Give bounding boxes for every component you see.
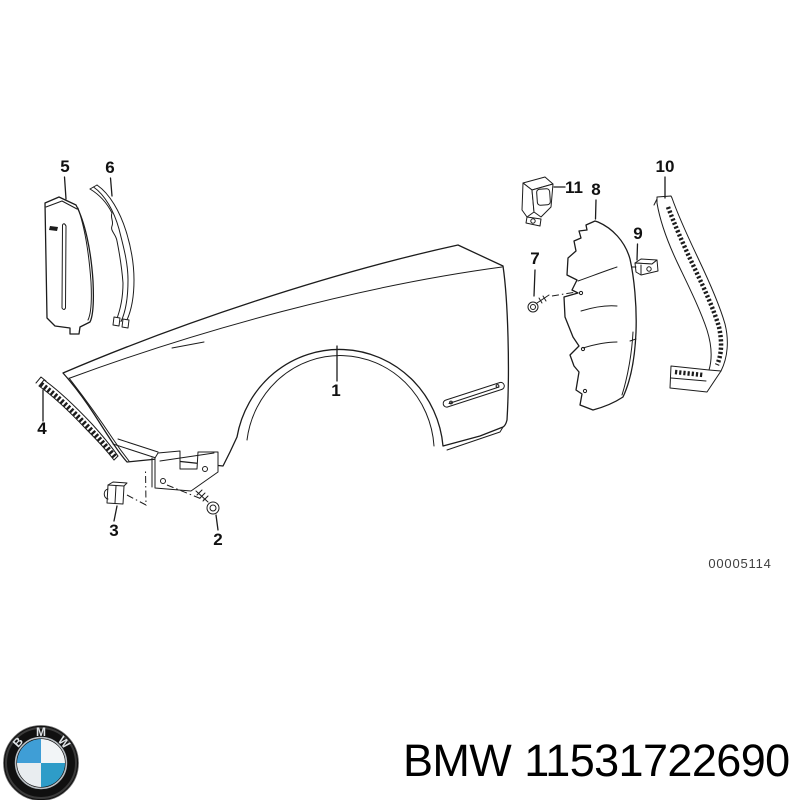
callout-label-10: 10 bbox=[656, 157, 675, 176]
callout-label-8: 8 bbox=[591, 180, 600, 199]
callout-5: 5 bbox=[60, 157, 70, 200]
callout-label-5: 5 bbox=[60, 157, 69, 176]
logo-quadrant-top-left-blue bbox=[17, 739, 41, 763]
part-10-arch-trim-drawing bbox=[653, 195, 728, 393]
callout-label-11: 11 bbox=[565, 178, 583, 197]
footer-brand: BMW bbox=[403, 735, 512, 786]
footer-part-number: 11531722690 bbox=[524, 735, 789, 786]
part-8-splash-guard-drawing bbox=[563, 220, 637, 411]
callout-7: 7 bbox=[530, 249, 540, 297]
callout-9: 9 bbox=[633, 224, 643, 261]
part-11-bracket-drawing bbox=[521, 176, 554, 227]
callout-2: 2 bbox=[213, 514, 223, 549]
part-6-seal-strip-drawing bbox=[89, 184, 135, 329]
logo-quadrant-bottom-right-blue bbox=[41, 763, 65, 787]
callout-10: 10 bbox=[656, 157, 675, 199]
leader-line-2 bbox=[215, 514, 219, 531]
callout-label-9: 9 bbox=[633, 224, 642, 243]
callout-8: 8 bbox=[591, 180, 601, 220]
leader-line-6 bbox=[109, 177, 113, 197]
leader-line-5 bbox=[63, 176, 67, 200]
callout-11: 11 bbox=[553, 178, 583, 197]
callout-1: 1 bbox=[331, 345, 341, 400]
logo-ring-shading bbox=[5, 727, 77, 799]
part-2-screw-drawing bbox=[166, 484, 220, 515]
callout-label-6: 6 bbox=[105, 158, 114, 177]
fender-molding-strip bbox=[442, 381, 505, 408]
part-4-arch-trim-drawing bbox=[35, 376, 119, 461]
callout-label-7: 7 bbox=[530, 249, 539, 268]
part-3-clip-drawing bbox=[103, 468, 147, 506]
logo-letter-m: M bbox=[36, 725, 46, 739]
bmw-roundel-logo: B M W bbox=[3, 725, 79, 800]
callout-label-4: 4 bbox=[37, 419, 47, 438]
leader-line-8 bbox=[594, 199, 597, 220]
logo-quadrant-bottom-left-white bbox=[17, 763, 41, 787]
callout-3: 3 bbox=[109, 505, 119, 540]
part-9-clip-drawing bbox=[631, 258, 659, 276]
leader-line-7 bbox=[533, 269, 536, 297]
part-7-screw-drawing bbox=[527, 291, 577, 313]
leader-line-3 bbox=[113, 505, 118, 522]
leader-line-9 bbox=[636, 243, 639, 261]
fender-mounting-bracket bbox=[151, 450, 219, 492]
callouts: 1 2 3 4 5 6 7 8 bbox=[37, 157, 674, 549]
callout-label-2: 2 bbox=[213, 530, 222, 549]
part-1-fender-drawing bbox=[62, 244, 510, 492]
callout-4: 4 bbox=[37, 389, 47, 438]
callout-6: 6 bbox=[105, 158, 115, 197]
callout-label-3: 3 bbox=[109, 521, 118, 540]
drawing-number: 00005114 bbox=[708, 556, 771, 571]
logo-silver-ring bbox=[14, 736, 68, 790]
logo-quadrant-top-right-white bbox=[41, 739, 65, 763]
part-5-inner-panel-drawing bbox=[44, 196, 95, 335]
callout-label-1: 1 bbox=[331, 381, 340, 400]
